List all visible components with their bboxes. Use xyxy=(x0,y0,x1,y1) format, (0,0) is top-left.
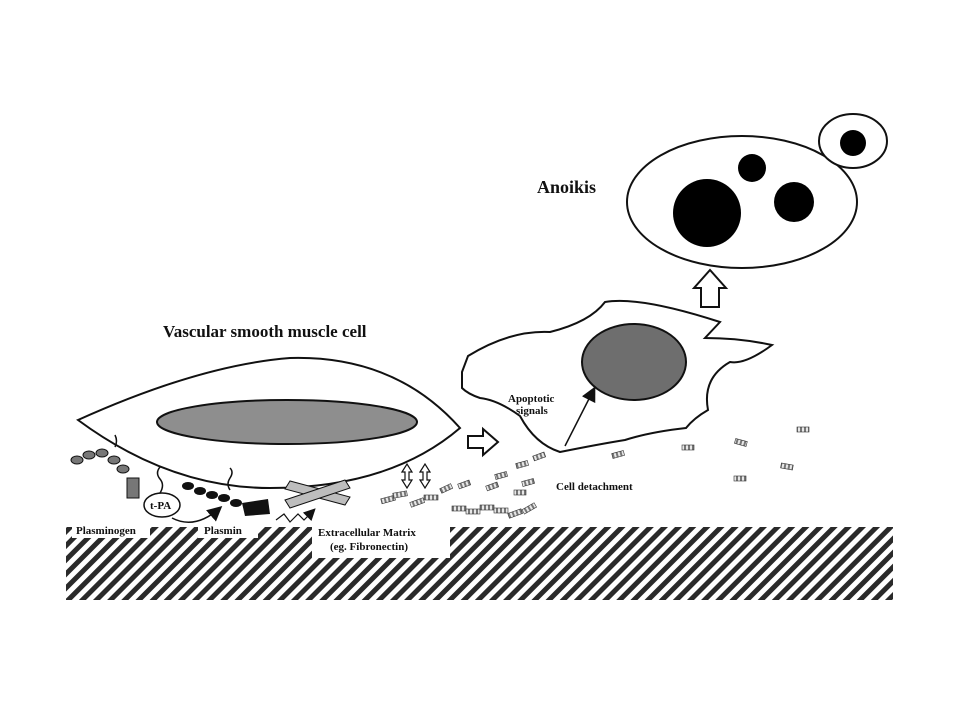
tpa-stalk xyxy=(156,466,164,494)
ecm-label-line2: (eg. Fibronectin) xyxy=(330,541,408,553)
plasmin-label: Plasmin xyxy=(204,525,242,537)
apoptotic-fragment-medium xyxy=(774,182,814,222)
detachment-double-arrows xyxy=(400,462,432,490)
transition-hollow-arrow xyxy=(467,426,500,458)
apoptotic-body xyxy=(626,135,858,269)
cleavage-zigzag-arrow xyxy=(275,508,316,523)
tpa-ellipse xyxy=(143,492,181,518)
plasmin-cleavage-shape xyxy=(242,499,270,516)
ecm-fragments xyxy=(380,426,810,519)
apoptotic-fragment-large xyxy=(673,179,741,247)
plasminogen-label-box xyxy=(72,520,150,538)
apoptotic-label-line2: signals xyxy=(516,405,549,417)
tpa-label: t-PA xyxy=(150,500,171,512)
vsmc-nucleus xyxy=(156,399,418,445)
plasminogen-label: Plasminogen xyxy=(76,525,136,537)
apoptotic-label-line1: Apoptotic xyxy=(508,393,555,405)
anoikis-hollow-arrow xyxy=(691,268,729,308)
ecm-label-box xyxy=(312,520,450,558)
apoptotic-fragment-small xyxy=(738,154,766,182)
plasminogen-chain xyxy=(70,448,130,474)
anoikis-title: Anoikis xyxy=(537,177,596,197)
receptor-squiggle-2 xyxy=(227,467,233,491)
tpa-to-plasmin-arrow xyxy=(171,506,223,523)
apoptotic-bleb-fragment xyxy=(840,130,866,156)
receptor-squiggle-1 xyxy=(114,434,118,448)
vsmc-title: Vascular smooth muscle cell xyxy=(163,322,367,341)
ecm-fibronectin-cross xyxy=(284,479,351,509)
ecm-label-line1: Extracellular Matrix xyxy=(318,527,416,539)
substrate-hatch xyxy=(66,527,893,600)
plasmin-label-box xyxy=(198,520,258,538)
plasmin-chain xyxy=(182,482,242,507)
upa-receptor-block xyxy=(126,477,140,499)
apoptotic-signal-arrow xyxy=(564,386,596,447)
cell-detachment-label: Cell detachment xyxy=(556,481,633,493)
detached-cell-nucleus xyxy=(581,323,687,401)
